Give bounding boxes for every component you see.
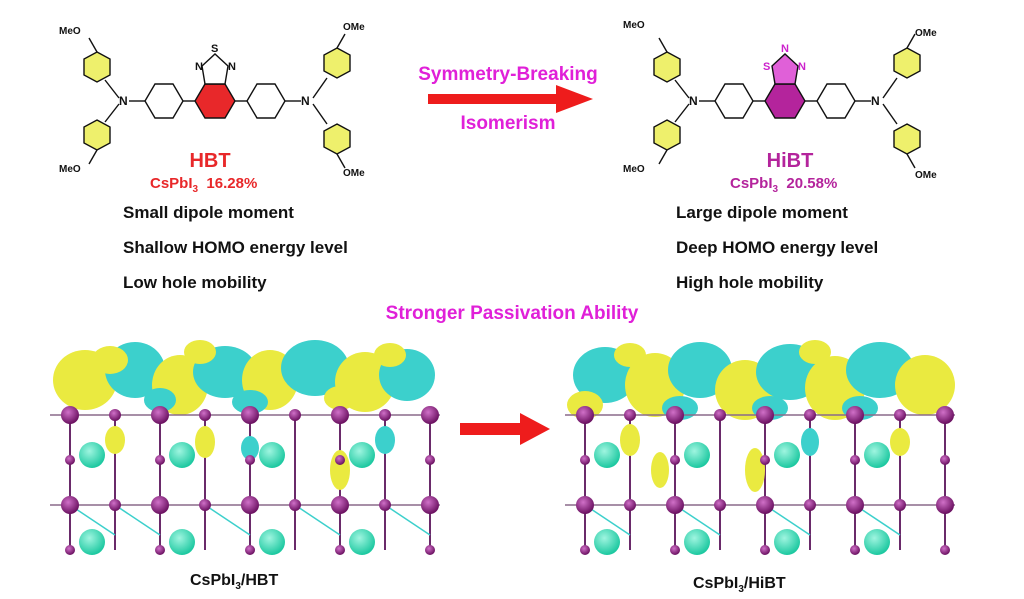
hbt-property-1: Small dipole moment (123, 203, 294, 222)
ome-label-ur: OMe (343, 22, 365, 33)
isosurface-blobs (53, 340, 435, 415)
iodine-lead-atoms (61, 406, 439, 555)
thiadiazole-atom-1: N (195, 61, 203, 73)
ome-label-lr: OMe (343, 168, 365, 179)
hibt-charge-density-slab (565, 340, 955, 555)
thiadiazole-atom-1: S (763, 61, 770, 73)
hibt-name: HiBT (766, 150, 814, 172)
arrow-label-bottom: Isomerism (460, 113, 556, 134)
anisyl-ring-ul (83, 51, 111, 83)
anisyl-ring-ll (83, 119, 111, 151)
meo-label-ll: MeO (59, 164, 81, 175)
red-arrow-top (428, 85, 593, 113)
core-ring-red (194, 83, 236, 119)
hbt-name: HBT (189, 150, 231, 172)
thiadiazole-atom-3: N (228, 61, 236, 73)
hbt-molecule-structure: MeO MeO OMe OMe N N N S N (59, 22, 365, 179)
anisyl-ring-ur (323, 47, 351, 79)
phenyl-ring-right (816, 83, 856, 119)
thiadiazole-atom-2: S (211, 43, 218, 55)
anisyl-ring-ur (893, 47, 921, 79)
meo-label-ll: MeO (623, 164, 645, 175)
nitrogen-label-right: N (301, 94, 310, 108)
hbt-charge-density-slab (50, 340, 440, 555)
hibt-efficiency: CsPbI3 20.58% (730, 175, 838, 195)
thiadiazole-atom-3: N (798, 61, 806, 73)
hbt-property-3: Low hole mobility (123, 273, 267, 292)
anisyl-ring-lr (893, 123, 921, 155)
anisyl-ring-lr (323, 123, 351, 155)
hibt-property-3: High hole mobility (676, 273, 824, 292)
thiadiazole-atom-2: N (781, 43, 789, 55)
iodine-lead-atoms (576, 406, 954, 555)
hibt-property-2: Deep HOMO energy level (676, 238, 879, 257)
anisyl-ring-ul (653, 51, 681, 83)
isosurface-blobs (567, 340, 955, 420)
cesium-atoms (594, 442, 890, 555)
hibt-molecule-structure: MeO MeO OMe OMe N N S N N (623, 20, 937, 181)
nitrogen-label-left: N (119, 94, 128, 108)
phenyl-ring-right (246, 83, 286, 119)
ome-label-lr: OMe (915, 170, 937, 181)
passivation-label: Stronger Passivation Ability (385, 303, 639, 324)
hbt-slab-caption: CsPbI3/HBT (190, 572, 279, 593)
hibt-property-1: Large dipole moment (676, 203, 848, 222)
ome-label-ur: OMe (915, 28, 937, 39)
hbt-efficiency: CsPbI3 16.28% (150, 175, 258, 195)
hbt-property-2: Shallow HOMO energy level (123, 238, 348, 257)
meo-label-ul: MeO (59, 26, 81, 37)
cesium-atoms (79, 442, 375, 555)
meo-label-ul: MeO (623, 20, 645, 31)
nitrogen-label-right: N (871, 94, 880, 108)
anisyl-ring-ll (653, 119, 681, 151)
nitrogen-label-left: N (689, 94, 698, 108)
arrow-label-top: Symmetry-Breaking (418, 64, 598, 85)
phenyl-ring-left (144, 83, 184, 119)
phenyl-ring-left (714, 83, 754, 119)
red-arrow-bottom (460, 413, 550, 445)
core-ring-magenta (764, 83, 806, 119)
hibt-slab-caption: CsPbI3/HiBT (693, 575, 786, 596)
